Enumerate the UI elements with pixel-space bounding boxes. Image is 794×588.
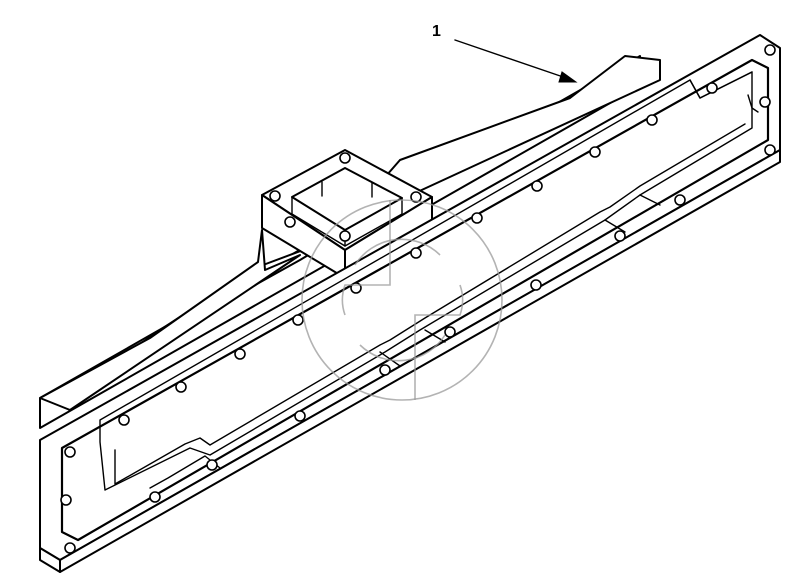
flange-bolt-hole bbox=[339, 152, 351, 164]
callout-1: 1 bbox=[432, 23, 578, 83]
watermark-logo bbox=[301, 199, 503, 401]
bolt-holes-upper bbox=[118, 44, 776, 426]
bolt-holes-lower bbox=[60, 96, 776, 554]
flange-bolt-hole bbox=[339, 230, 351, 242]
flange-side-hole bbox=[284, 216, 296, 228]
mounting-flange bbox=[39, 34, 781, 573]
callout-label: 1 bbox=[432, 23, 441, 40]
flange-bolt-hole bbox=[269, 190, 281, 202]
flange-bolt-hole bbox=[410, 191, 422, 203]
